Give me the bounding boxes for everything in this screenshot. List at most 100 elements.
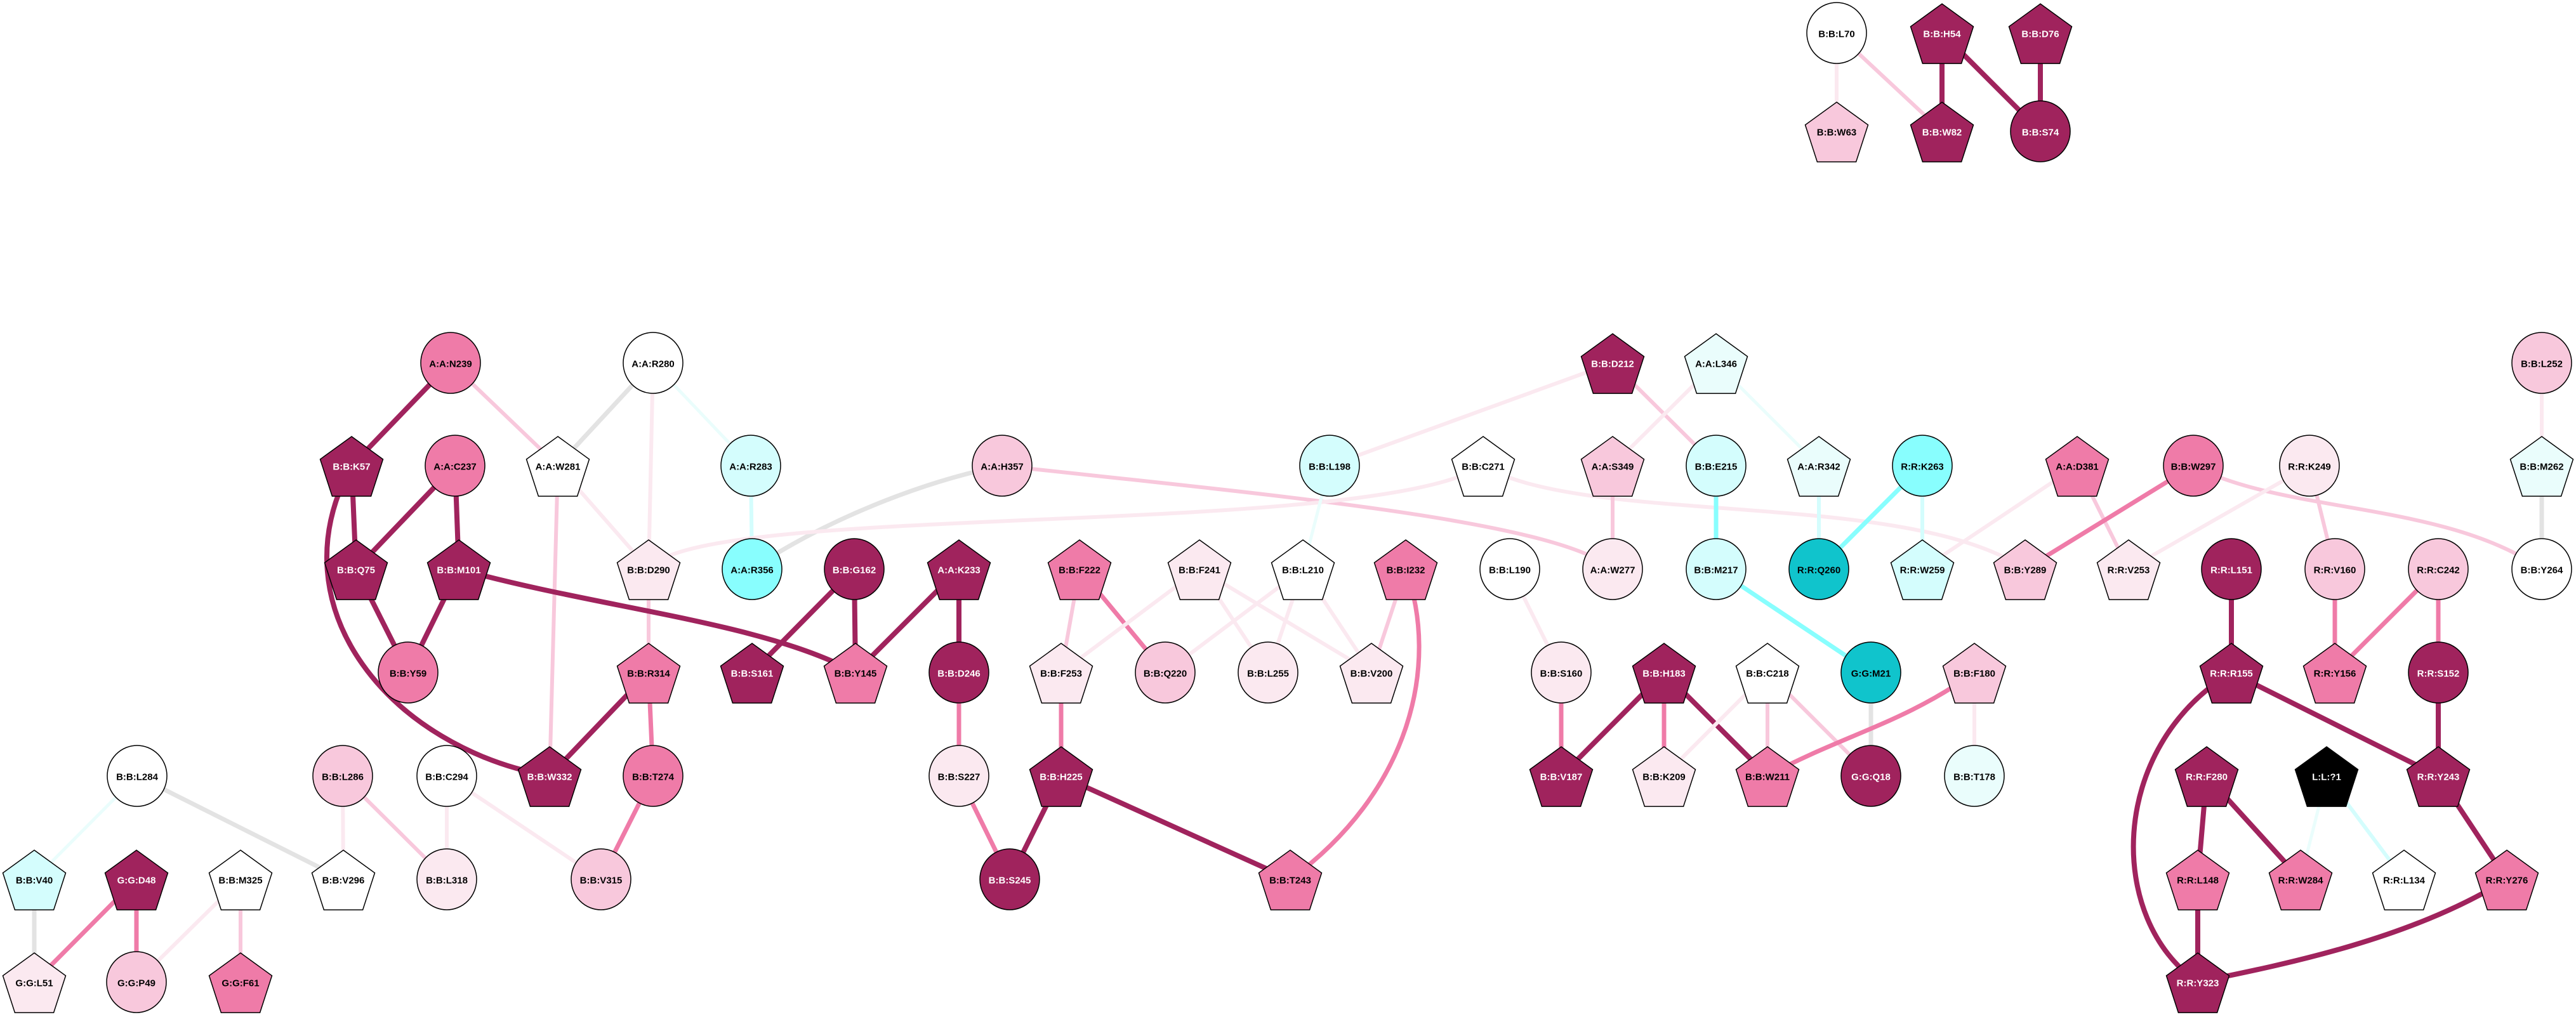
node-a-a-h357[interactable]: A:A:H357: [972, 435, 1033, 497]
node-r-r-v253[interactable]: R:R:V253: [2096, 539, 2161, 600]
node-b-b-d290[interactable]: B:B:D290: [616, 539, 681, 600]
node-b-b-s160[interactable]: B:B:S160: [1531, 641, 1592, 704]
node-b-b-c271[interactable]: B:B:C271: [1451, 436, 1516, 497]
node-r-r-l134[interactable]: R:R:L134: [2372, 850, 2436, 910]
node-b-b-c294[interactable]: B:B:C294: [416, 745, 477, 807]
node-label: G:G:P49: [117, 978, 155, 989]
node-b-b-y264[interactable]: B:B:Y264: [2511, 538, 2572, 600]
node-r-r-c242[interactable]: R:R:C242: [2408, 538, 2469, 600]
node-b-b-w211[interactable]: B:B:W211: [1735, 746, 1800, 807]
node-b-b-q220[interactable]: B:B:Q220: [1135, 641, 1196, 704]
node-b-b-e215[interactable]: B:B:E215: [1686, 435, 1747, 497]
node-b-b-l190[interactable]: B:B:L190: [1479, 538, 1540, 600]
node-b-b-d212[interactable]: B:B:D212: [1580, 333, 1645, 394]
node-b-b-s161[interactable]: B:B:S161: [720, 643, 784, 704]
node-r-r-l151[interactable]: R:R:L151: [2201, 538, 2262, 600]
node-b-b-y289[interactable]: B:B:Y289: [1993, 539, 2057, 600]
node-b-b-l198[interactable]: B:B:L198: [1299, 435, 1360, 497]
node-r-r-s152[interactable]: R:R:S152: [2408, 641, 2469, 704]
node-a-a-w281[interactable]: A:A:W281: [525, 436, 590, 497]
node-b-b-h225[interactable]: B:B:H225: [1029, 746, 1093, 807]
node-b-b-w332[interactable]: B:B:W332: [517, 746, 582, 807]
node-a-a-r356[interactable]: A:A:R356: [722, 538, 783, 600]
node-r-r-v160[interactable]: R:R:V160: [2304, 538, 2365, 600]
node-b-b-s74[interactable]: B:B:S74: [2010, 100, 2071, 162]
node-g-g-l51[interactable]: G:G:L51: [2, 952, 67, 1013]
node-r-r-w284[interactable]: R:R:W284: [2268, 850, 2333, 910]
node-b-b-y59[interactable]: B:B:Y59: [378, 641, 439, 704]
node-b-b-g162[interactable]: B:B:G162: [824, 538, 885, 600]
node-b-b-t243[interactable]: B:B:T243: [1258, 850, 1323, 910]
edge-b-b-i232-b-b-t243: [1288, 568, 1422, 881]
node-a-a-l346[interactable]: A:A:L346: [1684, 333, 1748, 394]
node-b-b-l318[interactable]: B:B:L318: [416, 848, 477, 910]
node-b-b-k209[interactable]: B:B:K209: [1632, 746, 1696, 807]
node-g-g-f61[interactable]: G:G:F61: [208, 952, 273, 1013]
node-b-b-v296[interactable]: B:B:V296: [311, 850, 376, 910]
node-a-a-c237[interactable]: A:A:C237: [425, 435, 485, 497]
node-label: B:B:S245: [989, 876, 1031, 886]
node-a-a-w277[interactable]: A:A:W277: [1582, 538, 1643, 600]
node-b-b-f241[interactable]: B:B:F241: [1167, 539, 1232, 600]
node-b-b-f222[interactable]: B:B:F222: [1047, 539, 1112, 600]
node-b-b-v315[interactable]: B:B:V315: [571, 848, 631, 910]
node-b-b-v40[interactable]: B:B:V40: [2, 850, 67, 910]
node-l-l-1[interactable]: L:L:?1: [2294, 746, 2359, 807]
node-b-b-s245[interactable]: B:B:S245: [979, 848, 1040, 910]
node-b-b-v200[interactable]: B:B:V200: [1339, 643, 1404, 704]
node-b-b-l210[interactable]: B:B:L210: [1271, 539, 1335, 600]
node-r-r-w259[interactable]: R:R:W259: [1890, 539, 1955, 600]
node-r-r-y323[interactable]: R:R:Y323: [2165, 952, 2230, 1013]
node-b-b-d246[interactable]: B:B:D246: [928, 641, 989, 704]
node-b-b-m262[interactable]: B:B:M262: [2509, 436, 2574, 497]
node-b-b-t274[interactable]: B:B:T274: [623, 745, 684, 807]
node-b-b-t178[interactable]: B:B:T178: [1944, 745, 2005, 807]
node-g-g-p49[interactable]: G:G:P49: [106, 951, 167, 1013]
node-b-b-w82[interactable]: B:B:W82: [1910, 102, 1974, 162]
node-b-b-l255[interactable]: B:B:L255: [1238, 641, 1298, 704]
node-b-b-h54[interactable]: B:B:H54: [1910, 3, 1974, 64]
node-b-b-w63[interactable]: B:B:W63: [1804, 102, 1869, 162]
node-b-b-l252[interactable]: B:B:L252: [2511, 332, 2572, 394]
node-b-b-l284[interactable]: B:B:L284: [107, 745, 168, 807]
node-b-b-c218[interactable]: B:B:C218: [1735, 643, 1800, 704]
node-a-a-s349[interactable]: A:A:S349: [1580, 436, 1645, 497]
node-r-r-k263[interactable]: R:R:K263: [1892, 435, 1953, 497]
node-a-a-r342[interactable]: A:A:R342: [1787, 436, 1851, 497]
node-a-a-r280[interactable]: A:A:R280: [623, 332, 684, 394]
node-b-b-l286[interactable]: B:B:L286: [312, 745, 373, 807]
node-a-a-d381[interactable]: A:A:D381: [2045, 436, 2110, 497]
node-a-a-n239[interactable]: A:A:N239: [420, 332, 481, 394]
node-b-b-i232[interactable]: B:B:I232: [1373, 539, 1438, 600]
node-r-r-y156[interactable]: R:R:Y156: [2302, 643, 2367, 704]
node-b-b-k57[interactable]: B:B:K57: [319, 436, 384, 497]
node-label: B:B:F253: [1040, 669, 1082, 679]
node-b-b-h183[interactable]: B:B:H183: [1632, 643, 1696, 704]
node-g-g-m21[interactable]: G:G:M21: [1840, 641, 1901, 704]
node-b-b-f253[interactable]: B:B:F253: [1029, 643, 1093, 704]
node-b-b-m217[interactable]: B:B:M217: [1686, 538, 1747, 600]
node-b-b-m325[interactable]: B:B:M325: [208, 850, 273, 910]
node-r-r-y243[interactable]: R:R:Y243: [2406, 746, 2471, 807]
node-g-g-d48[interactable]: G:G:D48: [104, 850, 169, 910]
node-b-b-d76[interactable]: B:B:D76: [2008, 3, 2073, 64]
node-b-b-s227[interactable]: B:B:S227: [928, 745, 989, 807]
node-r-r-y276[interactable]: R:R:Y276: [2474, 850, 2539, 910]
node-r-r-k249[interactable]: R:R:K249: [2279, 435, 2340, 497]
node-b-b-w297[interactable]: B:B:W297: [2163, 435, 2224, 497]
node-r-r-l148[interactable]: R:R:L148: [2165, 850, 2230, 910]
node-a-a-k233[interactable]: A:A:K233: [927, 539, 991, 600]
node-a-a-r283[interactable]: A:A:R283: [720, 435, 781, 497]
node-r-r-f280[interactable]: R:R:F280: [2174, 746, 2239, 807]
node-b-b-y145[interactable]: B:B:Y145: [823, 643, 888, 704]
node-r-r-q260[interactable]: R:R:Q260: [1788, 538, 1849, 600]
node-b-b-f180[interactable]: B:B:F180: [1942, 643, 2007, 704]
node-b-b-l70[interactable]: B:B:L70: [1806, 2, 1867, 64]
node-b-b-r314[interactable]: B:B:R314: [616, 643, 681, 704]
node-g-g-q18[interactable]: G:G:Q18: [1840, 745, 1901, 807]
node-r-r-r155[interactable]: R:R:R155: [2199, 643, 2264, 704]
node-b-b-q75[interactable]: B:B:Q75: [324, 539, 388, 600]
node-b-b-m101[interactable]: B:B:M101: [426, 539, 491, 600]
node-b-b-v187[interactable]: B:B:V187: [1529, 746, 1594, 807]
node-label: B:B:D290: [627, 565, 670, 576]
